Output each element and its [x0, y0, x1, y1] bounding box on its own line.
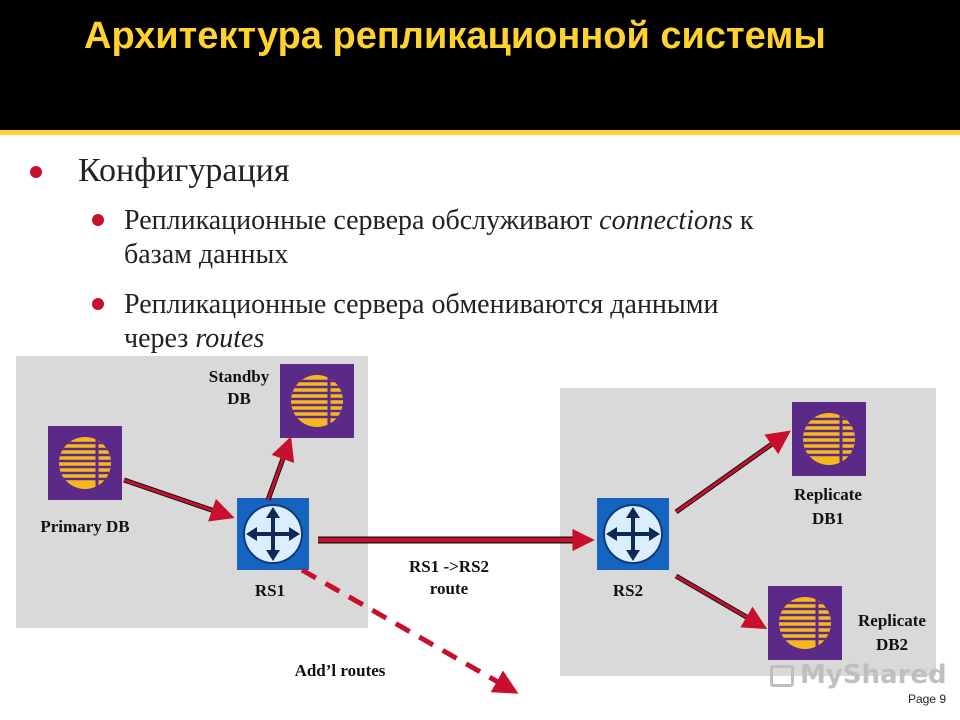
arrow-rs2-to-replicate-db1 — [674, 430, 791, 515]
watermark-text: MyShared — [800, 660, 947, 690]
standby-db-label-line2: DB — [227, 389, 251, 408]
page-number: Page 9 — [907, 692, 946, 706]
database-icon — [803, 413, 855, 465]
database-icon — [291, 375, 343, 427]
arrow-additional-routes — [300, 567, 519, 694]
route-label-line1: RS1 ->RS2 — [408, 557, 490, 576]
bullet-dot — [92, 298, 104, 310]
rs1-label: RS1 — [254, 581, 286, 600]
bullet-dot — [92, 214, 104, 226]
presentation-icon — [770, 664, 794, 687]
bullet-connections-text: Репликационные сервера обслуживают — [124, 205, 600, 236]
arrow-rs2-to-replicate-db2 — [674, 573, 768, 630]
bullet-dot — [30, 166, 42, 178]
watermark: MyShared — [770, 660, 947, 690]
rs1-router-icon — [237, 498, 309, 570]
database-icon — [779, 597, 831, 649]
arrow-rs1-to-standby — [265, 436, 295, 501]
bullet-routes-text: через — [124, 323, 196, 354]
router-icon — [243, 504, 303, 564]
bullet-connections-tail: к — [732, 205, 754, 236]
bullet-routes-line1: Репликационные сервера обмениваются данн… — [124, 289, 719, 320]
bullet-routes-line2: через routes — [124, 322, 264, 356]
bullet-routes-italic: routes — [195, 323, 265, 354]
bullet-connections-italic: connections — [599, 205, 733, 236]
router-icon — [603, 504, 663, 564]
title-bar — [0, 0, 960, 130]
slide-title: Архитектура репликационной системы — [84, 15, 826, 57]
bullet-connections-line2: базам данных — [124, 239, 289, 270]
title-underline — [0, 130, 960, 135]
additional-routes-label: Add’l routes — [294, 661, 386, 680]
rs2-label: RS2 — [612, 581, 644, 600]
arrow-primary-to-rs1 — [123, 477, 235, 522]
standby-db-database-icon — [280, 364, 354, 438]
database-icon — [59, 437, 111, 489]
replicate-db1-label-line1: Replicate — [794, 485, 862, 504]
route-label-line2: route — [429, 579, 469, 598]
primary-db-database-icon — [48, 426, 122, 500]
replicate-db2-label-line2: DB2 — [875, 635, 909, 654]
replicate-db2-label-line1: Replicate — [858, 611, 926, 630]
bullet-configuration: Конфигурация — [78, 152, 290, 189]
replicate-db1-label-line2: DB1 — [811, 509, 845, 528]
primary-db-label: Primary DB — [40, 517, 130, 536]
bullet-connections-line1: Репликационные сервера обслуживают conne… — [124, 204, 754, 238]
replicate-db1-database-icon — [792, 402, 866, 476]
standby-db-label-line1: Standby — [208, 367, 270, 386]
rs2-router-icon — [597, 498, 669, 570]
replicate-db2-database-icon — [768, 586, 842, 660]
